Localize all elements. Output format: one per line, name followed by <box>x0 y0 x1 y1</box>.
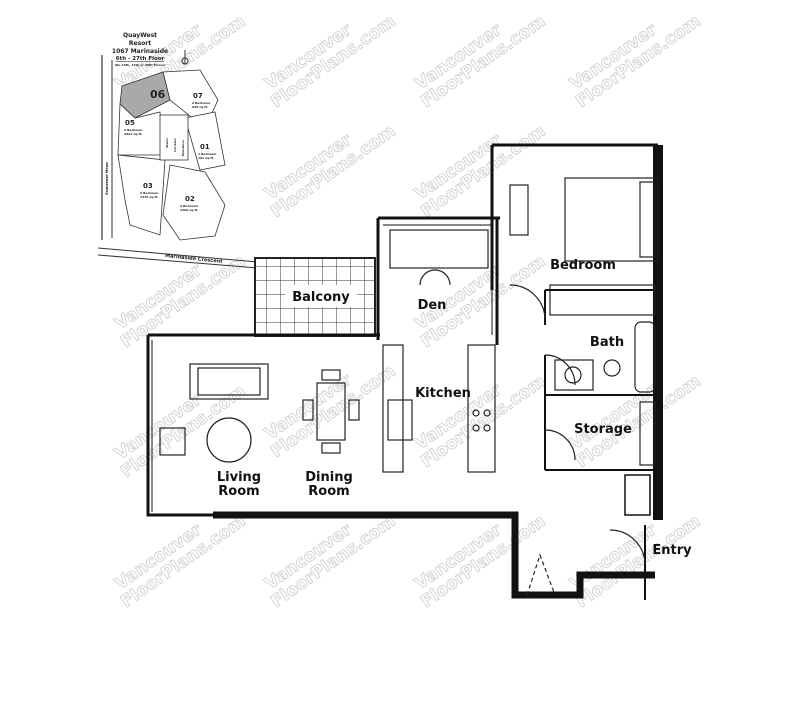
core-corridor: Corridor <box>173 138 177 152</box>
kitchen-counter-left <box>382 344 404 473</box>
door-swing <box>509 284 546 321</box>
room-label-den: Den <box>418 298 447 313</box>
room-label-dining: Dining <box>305 470 353 485</box>
unit-type: 2 Bedroom <box>192 101 210 105</box>
core-stairs: Stairs <box>165 138 169 148</box>
unit-type: 2 Bedroom <box>180 204 198 208</box>
bed-icon <box>564 177 659 262</box>
unit-number: 02 <box>185 195 195 203</box>
unit-area: 761 sq.ft. <box>198 156 214 160</box>
unit-area: 920 sq.ft. <box>192 105 208 109</box>
room-label-bedroom: Bedroom <box>550 258 616 273</box>
closet <box>549 284 656 316</box>
north-arrow-icon <box>181 50 189 65</box>
room-label-entry: Entry <box>652 543 692 558</box>
unit-number: 05 <box>125 119 135 127</box>
armchair-icon <box>159 427 186 456</box>
unit-number: 01 <box>200 143 210 151</box>
key-plate-floors-note: (No 13th, 14th or 20th Floors) <box>115 63 167 67</box>
sofa-icon <box>189 363 269 400</box>
core-elevators: Elevators <box>181 140 185 156</box>
room-label-balcony: Balcony <box>292 290 350 305</box>
unit-area: 1270 sq.ft. <box>140 195 158 199</box>
room-label-storage: Storage <box>574 422 632 437</box>
key-plate: QuayWest Resort 1067 Marinaside 6th - 27… <box>97 32 259 269</box>
dining-table-icon <box>316 382 346 441</box>
unit-type: 1 Bedroom <box>198 152 216 156</box>
room-label-dining-room: Room <box>308 484 349 499</box>
key-plate-subtitle: Resort <box>129 40 151 47</box>
furniture <box>159 177 659 596</box>
room-label-living-room: Room <box>218 484 259 499</box>
room-label-bath: Bath <box>590 335 624 350</box>
unit-area: 1021 sq.ft. <box>124 132 142 136</box>
bathtub-icon <box>634 321 656 393</box>
unit-number: 07 <box>193 92 203 100</box>
key-plate-floors: 6th - 27th Floor <box>116 56 165 62</box>
nightstand-icon <box>509 184 529 236</box>
unit-type: 2 Bedroom <box>140 191 158 195</box>
kitchen-counter-right <box>467 344 496 473</box>
unit-number: 03 <box>143 182 153 190</box>
unit-type: 2 Bedroom <box>124 128 142 132</box>
storage-shelf <box>639 401 656 466</box>
round-table-icon <box>206 417 252 463</box>
key-plate-building: QuayWest <box>123 32 157 39</box>
sink-icon <box>554 359 594 391</box>
room-label-living: Living <box>217 470 261 485</box>
den-desk-icon <box>389 229 489 269</box>
unit-area: 1260 sq.ft. <box>180 208 198 212</box>
room-label-kitchen: Kitchen <box>415 386 471 401</box>
unit-number: 06 <box>150 88 166 101</box>
street-left: Seabreeze Mews <box>105 162 109 195</box>
toilet-icon <box>603 359 621 377</box>
key-plate-address: 1067 Marinaside <box>112 48 168 55</box>
